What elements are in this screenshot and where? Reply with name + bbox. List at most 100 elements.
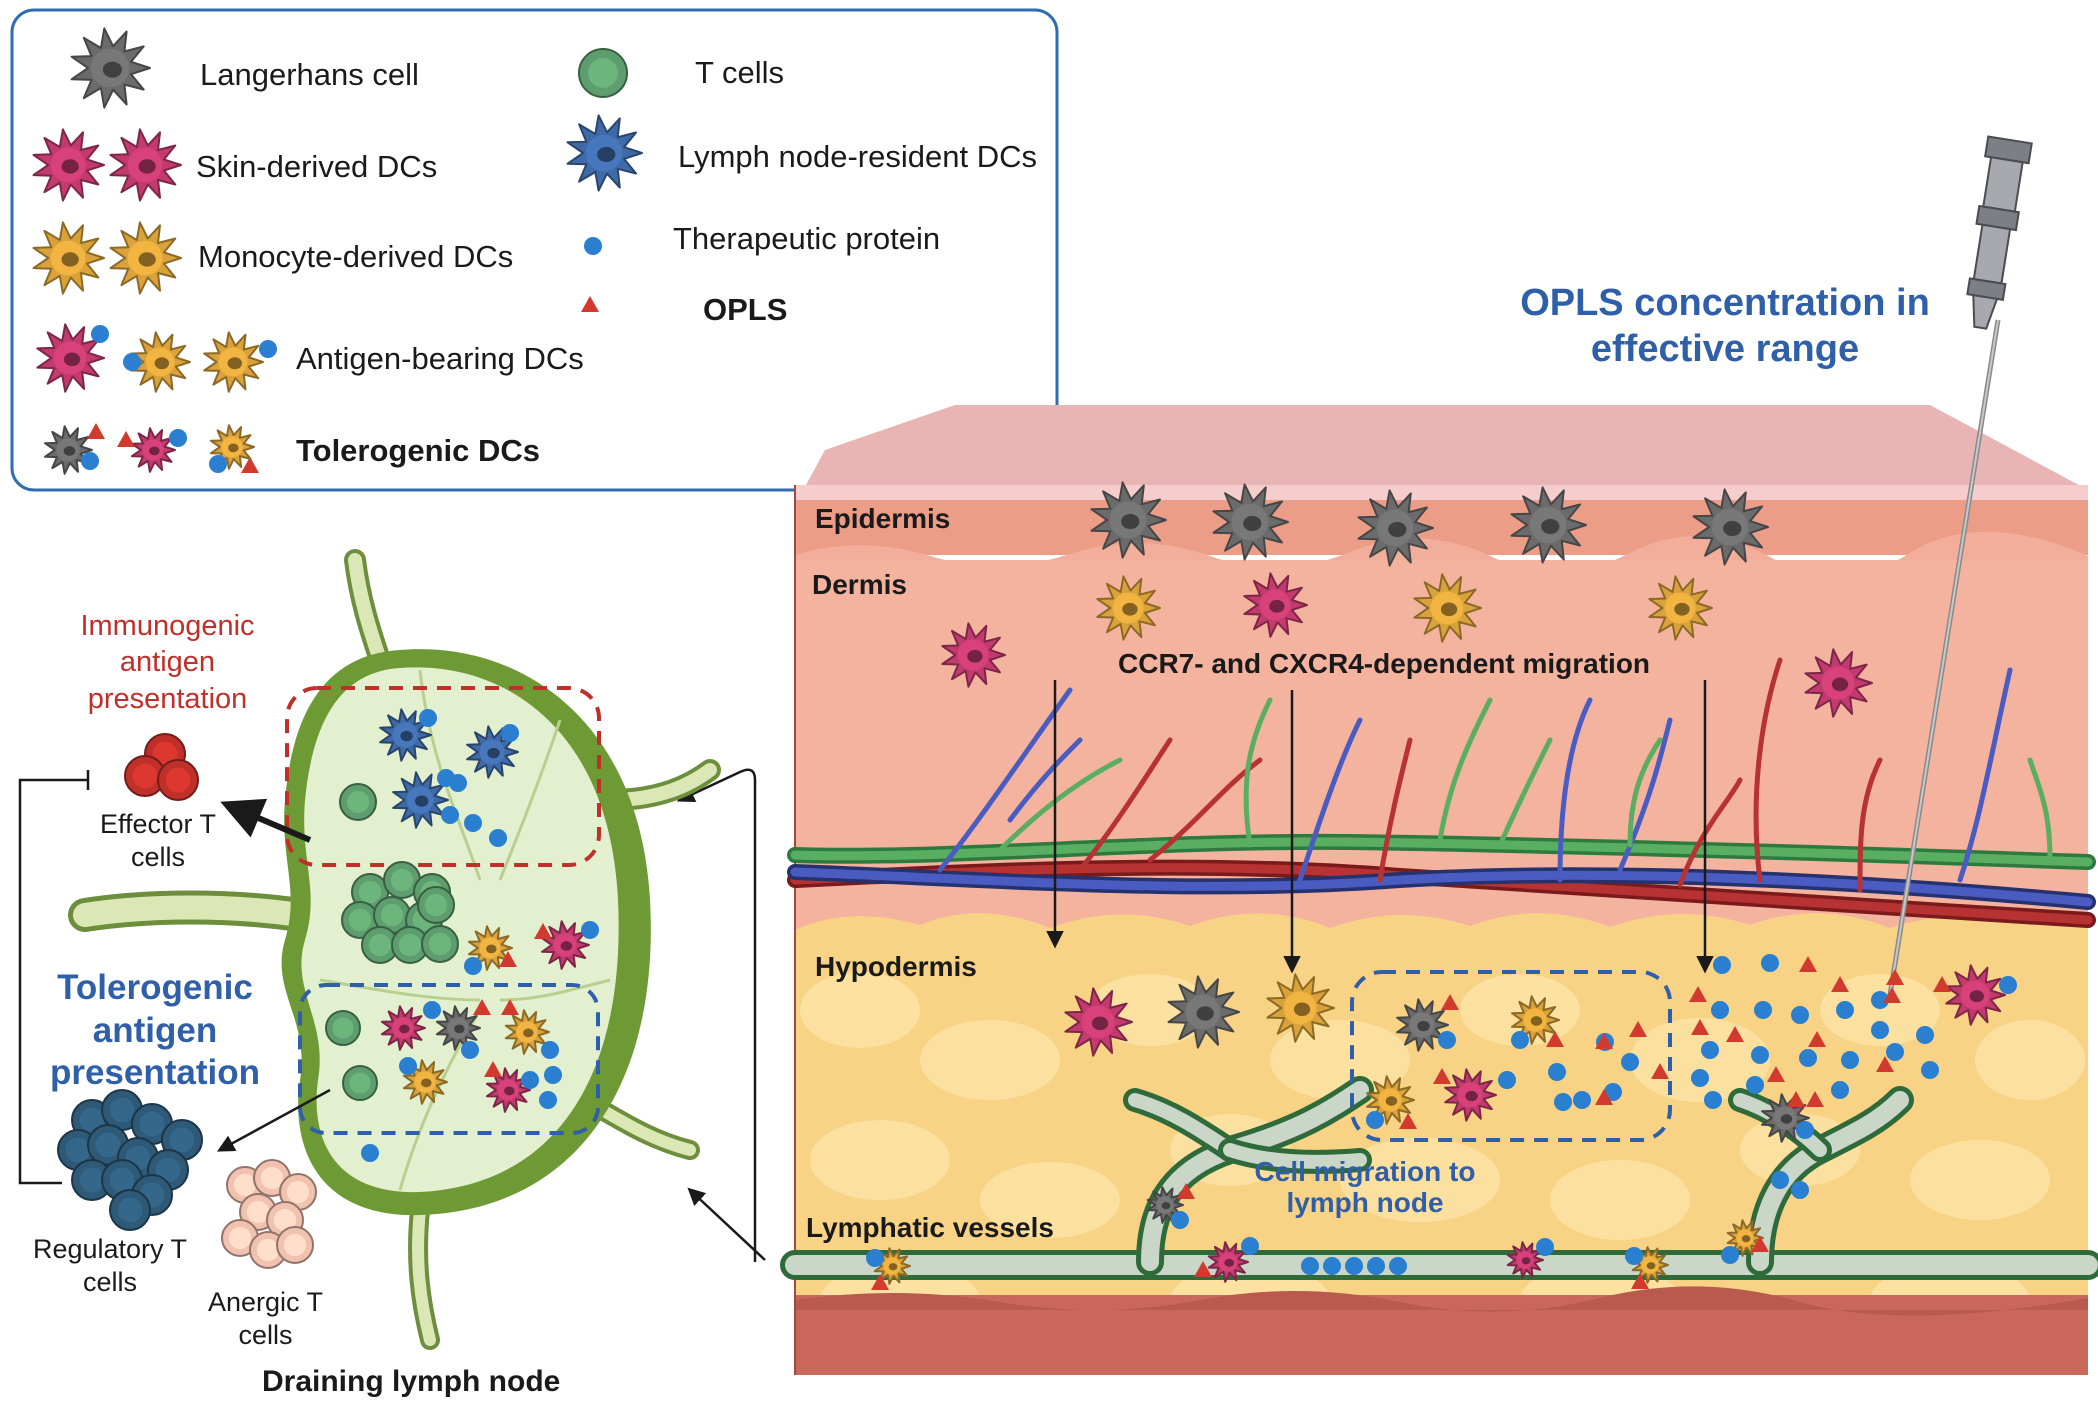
opls-triangle [1441,994,1459,1010]
protein-dot [1573,1091,1591,1109]
opls-triangle [1631,1273,1649,1289]
opls-triangle [1177,1183,1195,1199]
protein-dot [501,724,519,742]
skin-dc [1804,648,1873,718]
protein-dot [209,455,227,473]
protein-dot [464,814,482,832]
tolerogenic-dc-icon [130,427,176,473]
label-cell-migration: Cell migration to lymph node [1254,1156,1476,1218]
opls-triangle [1433,1068,1451,1084]
cell-layer [32,27,2017,1290]
t-cell [361,926,399,964]
label-regulatory-t-cells: Regulatory T cells [32,1234,188,1297]
tolerogenic-dc [1146,1186,1184,1224]
opls-triangle [473,999,491,1015]
opls-triangle [1806,1091,1824,1107]
protein-dot [464,957,482,975]
langerhans-cell [1510,486,1587,564]
opls-triangle [1194,1261,1212,1277]
t-cell [342,1065,378,1101]
protein-dot [123,353,141,371]
protein-dot [521,1071,539,1089]
tolerogenic-dc [435,1005,481,1051]
tolerogenic-dc [1444,1068,1497,1122]
opls-triangle [1651,1063,1669,1079]
monocyte-dc [1266,973,1335,1043]
opls-triangle [501,999,519,1015]
opls-triangle [1787,1091,1805,1107]
opls-triangle [534,923,552,939]
label-epidermis: Epidermis [815,503,951,534]
protein-dot [1625,1247,1643,1265]
t-cell-icon [578,48,628,98]
opls-triangle [1751,1236,1769,1252]
tolerogenic-dc [504,1009,550,1055]
label-dermis: Dermis [812,569,907,600]
tolerogenic-dc [467,925,513,971]
legend-label-monocyte-dc: Monocyte-derived DCs [198,239,514,274]
opls-triangle [484,1061,502,1077]
protein-dot [1713,956,1731,974]
protein-dot [423,1001,441,1019]
opls-triangle [1831,976,1849,992]
protein-dot [1831,1081,1849,1099]
protein-dot [419,709,437,727]
legend-box [10,8,1059,492]
t-cell [339,783,377,821]
skin-dc-icon [32,128,105,202]
tolerogenic-zone-dashed [298,983,600,1135]
opls-triangle [1546,1031,1564,1047]
opls-triangle [1876,1056,1894,1072]
protein-dot [1754,1001,1772,1019]
label-hypodermis: Hypodermis [815,951,977,982]
opls-triangle [117,431,135,447]
legend-label-resident-dc: Lymph node-resident DCs [678,139,1037,174]
protein-dot [1836,1001,1854,1019]
langerhans-cell [1357,489,1434,567]
protein-dot [1301,1257,1319,1275]
protein-dot [1536,1238,1554,1256]
protein-dot [1721,1246,1739,1264]
protein-dot [1871,991,1889,1009]
protein-dot [259,340,277,358]
protein-dot [1171,1211,1189,1229]
opls-triangle [1595,1033,1613,1049]
antigen-bearing-dc [1506,1241,1544,1279]
protein-dot [169,429,187,447]
protein-dot [1554,1093,1572,1111]
syringe-needle [1887,135,2033,996]
immunogenic-zone-dashed [285,686,601,867]
protein-dot [1389,1257,1407,1275]
protein-dot [1921,1061,1939,1079]
tolerogenic-dc-icon [44,425,93,475]
protein-dot [91,325,109,343]
tolerogenic-dc [1396,998,1449,1052]
legend-label-langerhans: Langerhans cell [200,57,419,92]
opls-triangle [1933,976,1951,992]
regulatory-t-cell [109,1189,151,1231]
blood-vessels [787,657,2096,928]
opls-triangle [241,457,259,473]
protein-dot [1711,1001,1729,1019]
protein-dot [441,806,459,824]
protein-dot [581,921,599,939]
legend-label-antigen-dc: Antigen-bearing DCs [296,341,584,376]
antigen-bearing-dc [1207,1241,1249,1283]
langerhans-cell [1212,483,1289,561]
label-opls-concentration: OPLS concentration in effective range [1520,282,1930,371]
langerhans-cell [1090,481,1167,559]
anergic-t-cell [221,1219,259,1257]
protein-dot [1751,1046,1769,1064]
protein-dot [1791,1181,1809,1199]
monocyte-dc [1413,573,1482,643]
tolerogenic-dc [380,1005,426,1051]
opls-triangle [1629,1021,1647,1037]
lymph-node-dc [466,725,519,779]
monocyte-dc [1648,575,1713,641]
protein-dot [1621,1053,1639,1071]
protein-dot [1704,1091,1722,1109]
label-effector-t-cells: Effector T cells [99,809,217,872]
protein-dot [361,1144,379,1162]
protein-dot [1791,1006,1809,1024]
